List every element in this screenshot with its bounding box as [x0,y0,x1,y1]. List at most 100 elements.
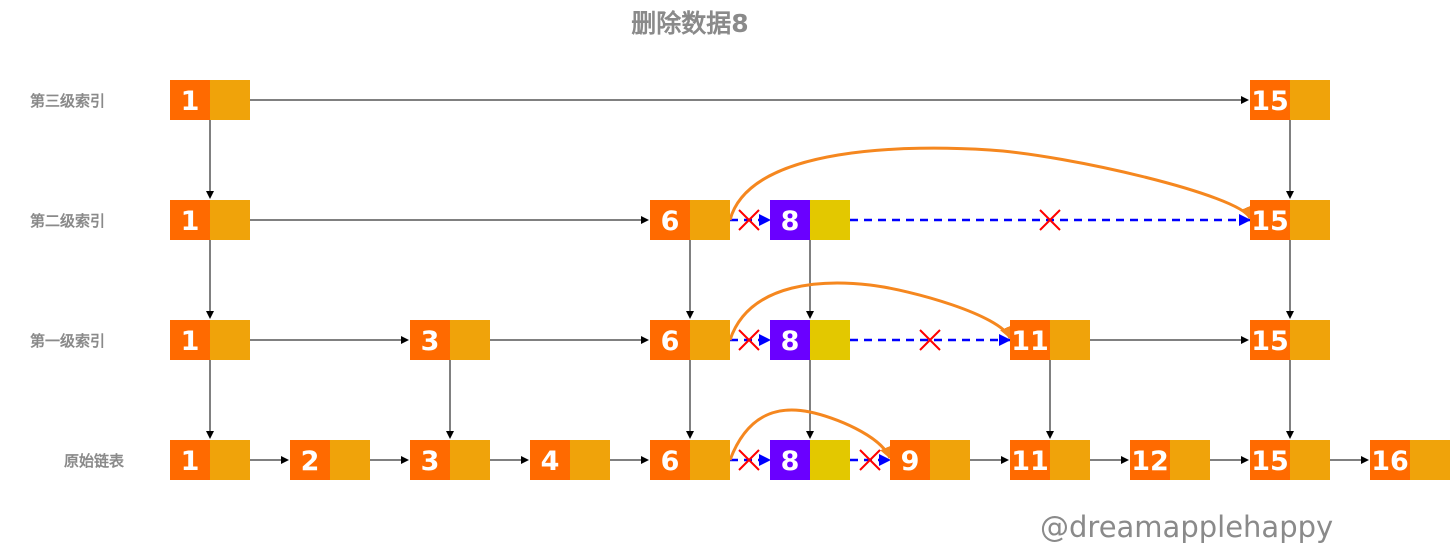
node-pointer-cell [1050,320,1090,360]
node-key-cell [1250,440,1290,480]
node-value: 11 [1011,326,1049,357]
list-node: 9 [890,440,970,480]
node-key-cell [170,320,210,360]
node-key-cell [770,320,810,360]
node-pointer-cell [690,320,730,360]
new-bypass-link [728,408,892,461]
node-pointer-cell [1290,80,1330,120]
list-node: 15 [1250,440,1330,480]
node-pointer-cell [210,440,250,480]
diagram-title: 删除数据8 [631,9,749,38]
node-value: 15 [1251,326,1289,357]
level-label-2: 第二级索引 [30,212,106,230]
node-key-cell [650,440,690,480]
level-label-1: 第一级索引 [30,332,106,350]
node-value: 15 [1251,446,1289,477]
node-value: 1 [181,326,200,357]
node-value: 6 [661,326,680,357]
new-bypass-link [728,146,1252,221]
node-key-cell [890,440,930,480]
list-node: 3 [410,440,490,480]
node-pointer-cell [570,440,610,480]
node-key-cell [530,440,570,480]
node-key-cell [1010,320,1050,360]
node-value: 11 [1011,446,1049,477]
node-key-cell [1130,440,1170,480]
node-value: 8 [781,326,800,357]
list-node: 2 [290,440,370,480]
list-node: 8 [770,320,850,360]
cross-mark [859,449,881,471]
node-value: 6 [661,206,680,237]
node-pointer-cell [210,200,250,240]
list-node: 12 [1130,440,1210,480]
watermark: @dreamapplehappy [1040,510,1334,544]
node-pointer-cell [1410,440,1450,480]
list-node: 1 [170,80,250,120]
node-pointer-cell [210,80,250,120]
node-key-cell [1250,320,1290,360]
node-value: 15 [1251,86,1289,117]
node-key-cell [1250,200,1290,240]
node-key-cell [410,440,450,480]
node-pointer-cell [690,200,730,240]
node-pointer-cell [330,440,370,480]
cross-mark [738,329,760,351]
node-key-cell [1370,440,1410,480]
cross-mark [738,449,760,471]
list-node: 6 [650,200,730,240]
node-value: 1 [181,86,200,117]
node-value: 8 [781,206,800,237]
node-value: 4 [541,446,560,477]
node-pointer-cell [210,320,250,360]
list-node: 1 [170,320,250,360]
list-node: 11 [1010,320,1090,360]
node-value: 16 [1371,446,1409,477]
node-pointer-cell [450,320,490,360]
node-value: 15 [1251,206,1289,237]
node-key-cell [410,320,450,360]
node-pointer-cell [930,440,970,480]
list-node: 16 [1370,440,1450,480]
node-key-cell [770,200,810,240]
list-node: 15 [1250,200,1330,240]
list-node: 15 [1250,320,1330,360]
node-key-cell [1250,80,1290,120]
node-value: 8 [781,446,800,477]
list-node: 3 [410,320,490,360]
node-pointer-cell [1290,200,1330,240]
level-label-0: 原始链表 [64,452,125,470]
node-key-cell [170,80,210,120]
cross-mark [1039,209,1061,231]
node-value: 6 [661,446,680,477]
node-value: 9 [901,446,920,477]
node-pointer-cell [810,200,850,240]
list-node: 15 [1250,80,1330,120]
node-pointer-cell [810,320,850,360]
list-node: 1 [170,200,250,240]
node-key-cell [1010,440,1050,480]
node-key-cell [770,440,810,480]
node-pointer-cell [1290,320,1330,360]
list-node: 6 [650,440,730,480]
new-bypass-link [728,281,1012,341]
node-key-cell [290,440,330,480]
node-value: 3 [421,326,440,357]
node-pointer-cell [1290,440,1330,480]
list-node: 1 [170,440,250,480]
node-pointer-cell [450,440,490,480]
node-key-cell [650,320,690,360]
node-key-cell [170,440,210,480]
node-key-cell [170,200,210,240]
node-pointer-cell [810,440,850,480]
node-value: 2 [301,446,320,477]
list-node: 8 [770,200,850,240]
list-node: 8 [770,440,850,480]
list-node: 4 [530,440,610,480]
cross-mark [919,329,941,351]
node-key-cell [650,200,690,240]
node-value: 1 [181,446,200,477]
node-pointer-cell [1170,440,1210,480]
